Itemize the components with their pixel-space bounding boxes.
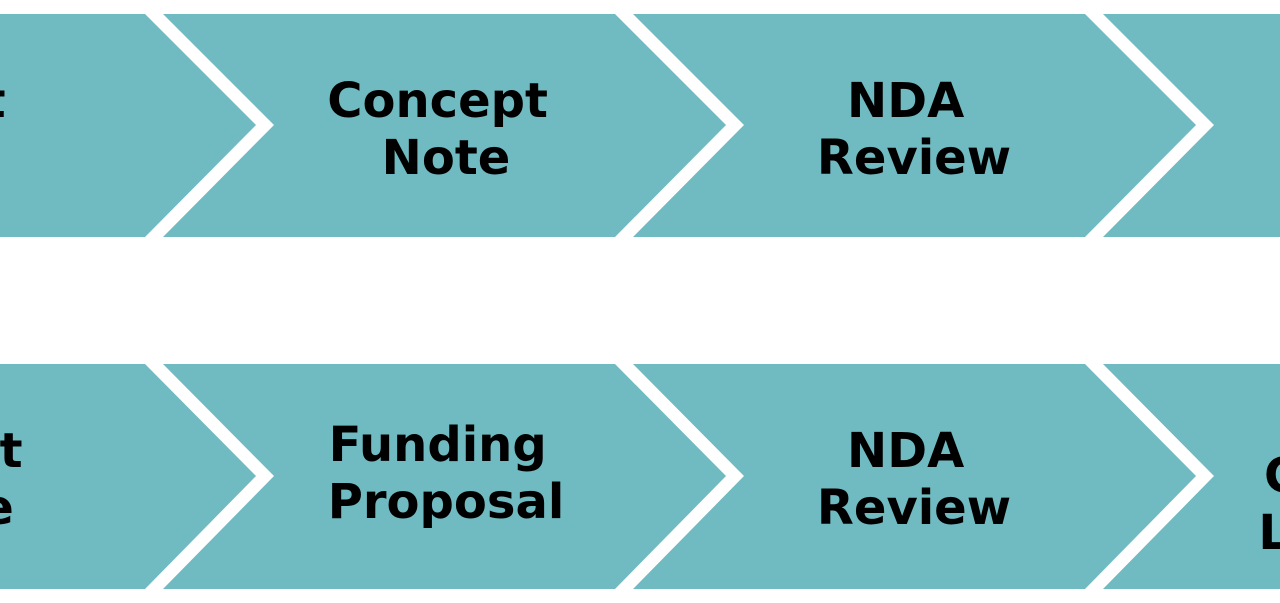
step-label-line: C bbox=[1264, 448, 1280, 504]
process-row-2: ept te Funding Proposal NDA Review C Le bbox=[0, 364, 1280, 589]
step-label-row2-step3: NDA Review bbox=[817, 423, 1011, 536]
chevron-row1-step4 bbox=[1103, 14, 1280, 237]
step-label-row2-step1: ept te bbox=[0, 423, 39, 536]
chevron-row1-step3 bbox=[633, 14, 1196, 237]
step-label-line: ept bbox=[0, 423, 23, 479]
step-label-line: Review bbox=[817, 480, 1011, 536]
step-label-row1-step3: NDA Review bbox=[817, 73, 1011, 186]
chevron-row2-step4 bbox=[1103, 364, 1280, 589]
step-label-line: Le bbox=[1258, 505, 1280, 561]
chevron-row1-step2 bbox=[163, 14, 726, 237]
step-label-row2-step4: C Le bbox=[1258, 448, 1280, 561]
step-label-row1-step1: ect a bbox=[0, 73, 22, 186]
step-label-line: Concept bbox=[327, 73, 548, 129]
step-label-line: ect bbox=[0, 73, 6, 129]
chevron-row1-step1 bbox=[0, 14, 256, 237]
step-label-line: Note bbox=[382, 130, 511, 186]
step-label-row1-step2: Concept Note bbox=[327, 73, 564, 186]
step-label-line: NDA bbox=[847, 423, 964, 479]
chevron-row2-step2 bbox=[163, 364, 726, 589]
step-label-line: NDA bbox=[847, 73, 964, 129]
step-label-line: Funding bbox=[329, 417, 547, 473]
chevron-row2-step3 bbox=[633, 364, 1196, 589]
step-label-line: te bbox=[0, 480, 14, 536]
step-label-row2-step2: Funding Proposal bbox=[328, 417, 565, 530]
step-label-line: Review bbox=[817, 130, 1011, 186]
chevron-row2-step1 bbox=[0, 364, 256, 589]
step-label-line: Proposal bbox=[328, 474, 565, 530]
process-row-1: ect a Concept Note NDA Review I bbox=[0, 14, 1280, 237]
